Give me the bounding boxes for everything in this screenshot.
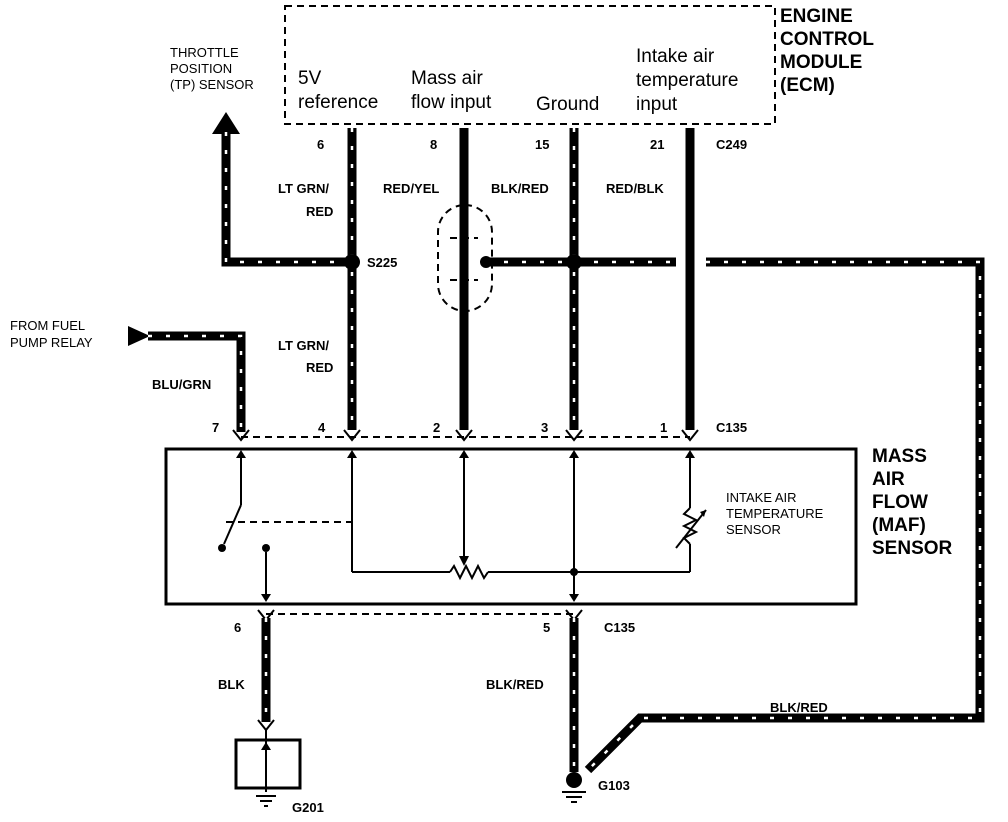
wiper-arrow (459, 556, 469, 566)
int-arrow-5 (569, 594, 579, 602)
maf-pin-6-bottom: 6 (234, 620, 241, 635)
ecm-title-4: (ECM) (780, 75, 835, 96)
ecm-title-2: CONTROL (780, 29, 874, 50)
fuel-pump-line1: FROM FUEL (10, 318, 85, 333)
splice-label: S225 (367, 255, 397, 270)
pin-chevron-2 (455, 429, 473, 442)
maf-pin-4: 4 (318, 420, 326, 435)
tp-arrow-icon (212, 112, 240, 134)
iat-line3: SENSOR (726, 522, 781, 537)
maf-title-2: AIR (872, 469, 905, 490)
wire-label-red-upper: RED (306, 204, 333, 219)
ecm-func-mass-air: Mass air (411, 68, 483, 89)
wire-label-red-blk: RED/BLK (606, 181, 664, 196)
maf-title-1: MASS (872, 446, 927, 467)
wire-ground-return-stripe (587, 260, 982, 771)
ecm-connector-c249: C249 (716, 137, 747, 152)
maf-sensor-box (164, 447, 858, 606)
ecm-pin-6: 6 (317, 137, 324, 152)
ground-g103-label: G103 (598, 778, 630, 793)
ecm-box (284, 5, 776, 125)
int-arrow-3 (569, 450, 579, 458)
thermistor-arrow-icon (700, 510, 706, 517)
thermistor-slash (675, 509, 707, 549)
iat-line2: TEMPERATURE (726, 506, 824, 521)
wire-label-blk-red-return: BLK/RED (770, 700, 828, 715)
shield-enclosure (437, 204, 493, 312)
pin-chevron-4 (343, 429, 361, 442)
tp-sensor-line3: (TP) SENSOR (170, 77, 254, 92)
wire-label-ltgrn-upper: LT GRN/ (278, 181, 329, 196)
relay-contact-2 (262, 544, 270, 552)
ecm-func-input: input (636, 94, 678, 115)
pin-chevron-1 (681, 429, 699, 442)
pin-chevron-7 (232, 429, 250, 442)
iat-line1: INTAKE AIR (726, 490, 797, 505)
ecm-func-flow-input: flow input (411, 92, 492, 113)
ecm-func-ground: Ground (536, 94, 599, 115)
wire-label-blk: BLK (218, 677, 245, 692)
ecm-func-temperature: temperature (636, 70, 738, 91)
maf-potentiometer (449, 563, 489, 581)
int-arrow-7 (236, 450, 246, 458)
maf-connector-bottom: C135 (604, 620, 635, 635)
maf-title-3: FLOW (872, 492, 928, 513)
int-arrow-6 (261, 594, 271, 602)
maf-connector-top: C135 (716, 420, 747, 435)
ground-g103-point (566, 772, 582, 788)
ecm-func-intake-air: Intake air (636, 46, 715, 67)
wire-tp-sensor-stripe (224, 132, 352, 264)
ecm-func-reference: reference (298, 92, 378, 113)
wire-fuel-pump-stripe (148, 334, 243, 432)
wire-label-blu-grn: BLU/GRN (152, 377, 211, 392)
wire-label-red-lower: RED (306, 360, 333, 375)
maf-pin-2: 2 (433, 420, 440, 435)
int-junction (570, 568, 578, 576)
wire-label-blk-red-lower: BLK/RED (486, 677, 544, 692)
wire-label-red-yel: RED/YEL (383, 181, 439, 196)
splice-s225 (344, 254, 360, 270)
ecm-title-3: MODULE (780, 52, 862, 73)
maf-title-4: (MAF) (872, 515, 926, 536)
int-arrow-1 (685, 450, 695, 458)
ecm-pin-15: 15 (535, 137, 549, 152)
ground-g201-box (234, 738, 302, 790)
maf-title-5: SENSOR (872, 538, 953, 559)
ecm-pin-21: 21 (650, 137, 664, 152)
fuel-pump-arrow-icon (128, 326, 150, 346)
shield-drain-point (480, 256, 492, 268)
ecm-pin-8: 8 (430, 137, 437, 152)
wire-label-ltgrn-lower: LT GRN/ (278, 338, 329, 353)
relay-contact-1 (218, 544, 226, 552)
wire-tp-sensor (221, 132, 352, 267)
ecm-title-1: ENGINE (780, 6, 853, 27)
wire-label-blk-red-upper: BLK/RED (491, 181, 549, 196)
int-arrow-2 (459, 450, 469, 458)
tp-sensor-line2: POSITION (170, 61, 232, 76)
ground-g201-label: G201 (292, 800, 324, 815)
pin-chevron-3 (565, 429, 583, 442)
maf-pin-5-bottom: 5 (543, 620, 550, 635)
splice-ground (566, 254, 582, 270)
fuel-pump-line2: PUMP RELAY (10, 335, 93, 350)
maf-pin-1: 1 (660, 420, 667, 435)
int-arrow-4 (347, 450, 357, 458)
relay-switch-arm (223, 504, 242, 545)
ecm-func-5v: 5V (298, 68, 322, 89)
maf-pin-7: 7 (212, 420, 219, 435)
ground-g201-arrow (261, 742, 271, 750)
maf-pin-3: 3 (541, 420, 548, 435)
tp-sensor-line1: THROTTLE (170, 45, 239, 60)
